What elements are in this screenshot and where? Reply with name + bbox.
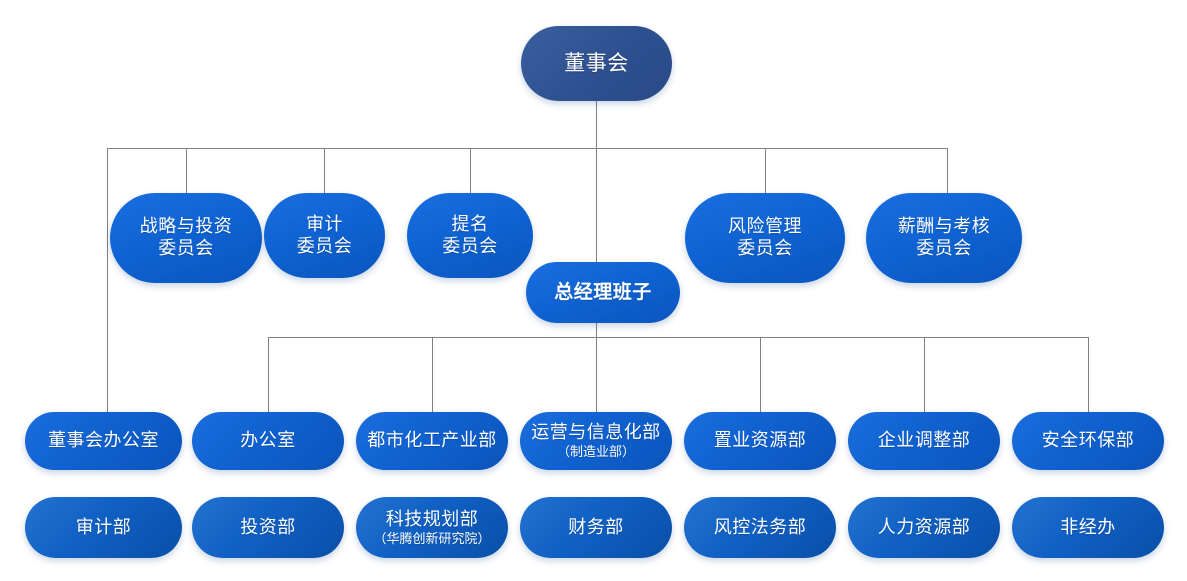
connector-drop-dept-6 — [1088, 337, 1089, 414]
connector-drop-dept-3 — [596, 337, 597, 414]
node-committee-risk-management[interactable]: 风险管理 委员会 — [685, 193, 845, 283]
node-committee-strategy-investment[interactable]: 战略与投资 委员会 — [110, 193, 262, 283]
node-label-line2: 委员会 — [737, 238, 793, 258]
node-committee-nomination[interactable]: 提名 委员会 — [407, 193, 533, 278]
node-dept-board-office[interactable]: 董事会办公室 — [25, 412, 182, 470]
node-dept-finance[interactable]: 财务部 — [520, 497, 672, 558]
connector-dept-bus — [268, 337, 1089, 338]
node-label-line1: 投资部 — [240, 516, 296, 537]
connector-root-stem — [596, 101, 597, 148]
node-board-of-directors[interactable]: 董事会 — [521, 26, 672, 101]
node-label-line1: 置业资源部 — [713, 430, 807, 451]
node-label-line1: 风险管理 — [728, 216, 802, 237]
node-dept-operations-informatization[interactable]: 运营与信息化部 （制造业部） — [520, 412, 672, 470]
node-label-line2: 委员会 — [916, 238, 972, 258]
connector-drop-dept-5 — [924, 337, 925, 414]
node-label-line1: 都市化工产业部 — [367, 430, 497, 451]
node-label-line2: （华腾创新研究院） — [373, 530, 491, 546]
node-label: 总经理班子 — [554, 281, 652, 303]
node-label-line2: 委员会 — [296, 235, 353, 256]
node-label-line2: （制造业部） — [556, 444, 635, 460]
node-label-line1: 风控法务部 — [713, 516, 807, 537]
node-label-line1: 办公室 — [240, 430, 296, 451]
node-label-line1: 人力资源部 — [877, 516, 971, 537]
node-label-line1: 审计 — [306, 213, 343, 234]
connector-drop-committee-2 — [324, 148, 325, 193]
connector-drop-dept-2 — [432, 337, 433, 414]
connector-drop-committee-5 — [947, 148, 948, 193]
node-label-line1: 董事会办公室 — [48, 430, 159, 451]
node-label-line1: 战略与投资 — [139, 216, 233, 237]
node-dept-safety-environment[interactable]: 安全环保部 — [1012, 412, 1164, 470]
node-label-line2: 委员会 — [442, 235, 498, 256]
node-dept-enterprise-restructuring[interactable]: 企业调整部 — [848, 412, 1000, 470]
node-dept-urban-chemical-industry[interactable]: 都市化工产业部 — [356, 412, 508, 470]
node-label: 董事会 — [564, 50, 629, 75]
node-label-line1: 薪酬与考核 — [897, 216, 991, 237]
node-dept-human-resources[interactable]: 人力资源部 — [848, 497, 1000, 558]
node-label-line1: 提名 — [451, 213, 489, 234]
node-dept-investment[interactable]: 投资部 — [192, 497, 344, 558]
node-label-line1: 运营与信息化部 — [531, 422, 661, 443]
connector-drop-committee-3 — [470, 148, 471, 193]
node-label-line2: 委员会 — [158, 238, 214, 258]
node-dept-technology-planning[interactable]: 科技规划部 （华腾创新研究院） — [356, 497, 508, 558]
node-label-line1: 企业调整部 — [877, 430, 971, 451]
node-dept-non-operating[interactable]: 非经办 — [1012, 497, 1164, 558]
connector-drop-dept-4 — [760, 337, 761, 414]
connector-drop-committee-4 — [765, 148, 766, 193]
connector-gm-stem — [596, 148, 597, 263]
connector-drop-dept-1 — [268, 337, 269, 414]
node-label-line1: 审计部 — [75, 516, 132, 537]
connector-drop-committee-1 — [186, 148, 187, 193]
connector-gm-down-stem — [596, 322, 597, 337]
node-general-manager-team[interactable]: 总经理班子 — [526, 262, 680, 323]
connector-board-office-spine — [107, 148, 108, 414]
node-label-line1: 非经办 — [1060, 516, 1116, 537]
node-dept-office[interactable]: 办公室 — [192, 412, 344, 470]
node-dept-property-resources[interactable]: 置业资源部 — [684, 412, 836, 470]
node-label-line1: 科技规划部 — [385, 508, 479, 529]
node-committee-compensation-appraisal[interactable]: 薪酬与考核 委员会 — [866, 193, 1022, 283]
node-dept-audit[interactable]: 审计部 — [25, 497, 182, 558]
node-label-line1: 财务部 — [568, 516, 624, 537]
connector-committee-bus — [107, 148, 948, 149]
node-committee-audit[interactable]: 审计 委员会 — [264, 193, 385, 278]
node-dept-risk-control-legal[interactable]: 风控法务部 — [684, 497, 836, 558]
node-label-line1: 安全环保部 — [1041, 430, 1135, 451]
